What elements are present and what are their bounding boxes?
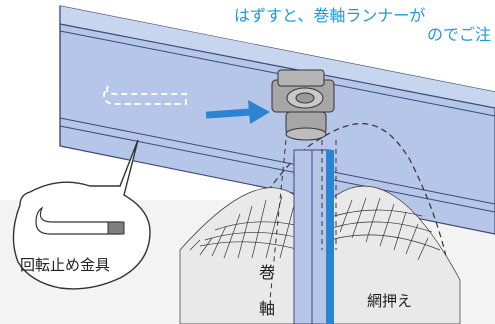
fabric-curve-dashed: [229, 123, 456, 301]
callout-bubble: [12, 139, 151, 290]
callout-clip-icon: [35, 206, 121, 235]
rail-edge-1: [59, 23, 495, 109]
guide-lines-dashed: [269, 139, 337, 301]
rail-edge-3: [59, 117, 495, 205]
top-note-line-2: のでご注: [427, 25, 492, 44]
removed-clip-outline: [102, 85, 187, 105]
top-note-line-1: はずすと、巻軸ランナーが: [234, 6, 426, 25]
callout-label: 回転止め金具: [20, 256, 111, 274]
net-holder-label: 網押え: [367, 292, 413, 310]
rail-top-face: [60, 6, 495, 108]
axis-label-char-2: 軸: [259, 299, 276, 318]
net-holder-strip: [326, 150, 334, 324]
axis-label-char-1: 巻: [259, 263, 276, 282]
right-arrow-icon: [205, 100, 270, 124]
clip-part-icon: [271, 69, 335, 141]
net-mesh: [179, 185, 461, 324]
callout-clip-tab: [107, 221, 125, 235]
rail-edge-4: [59, 125, 495, 213]
